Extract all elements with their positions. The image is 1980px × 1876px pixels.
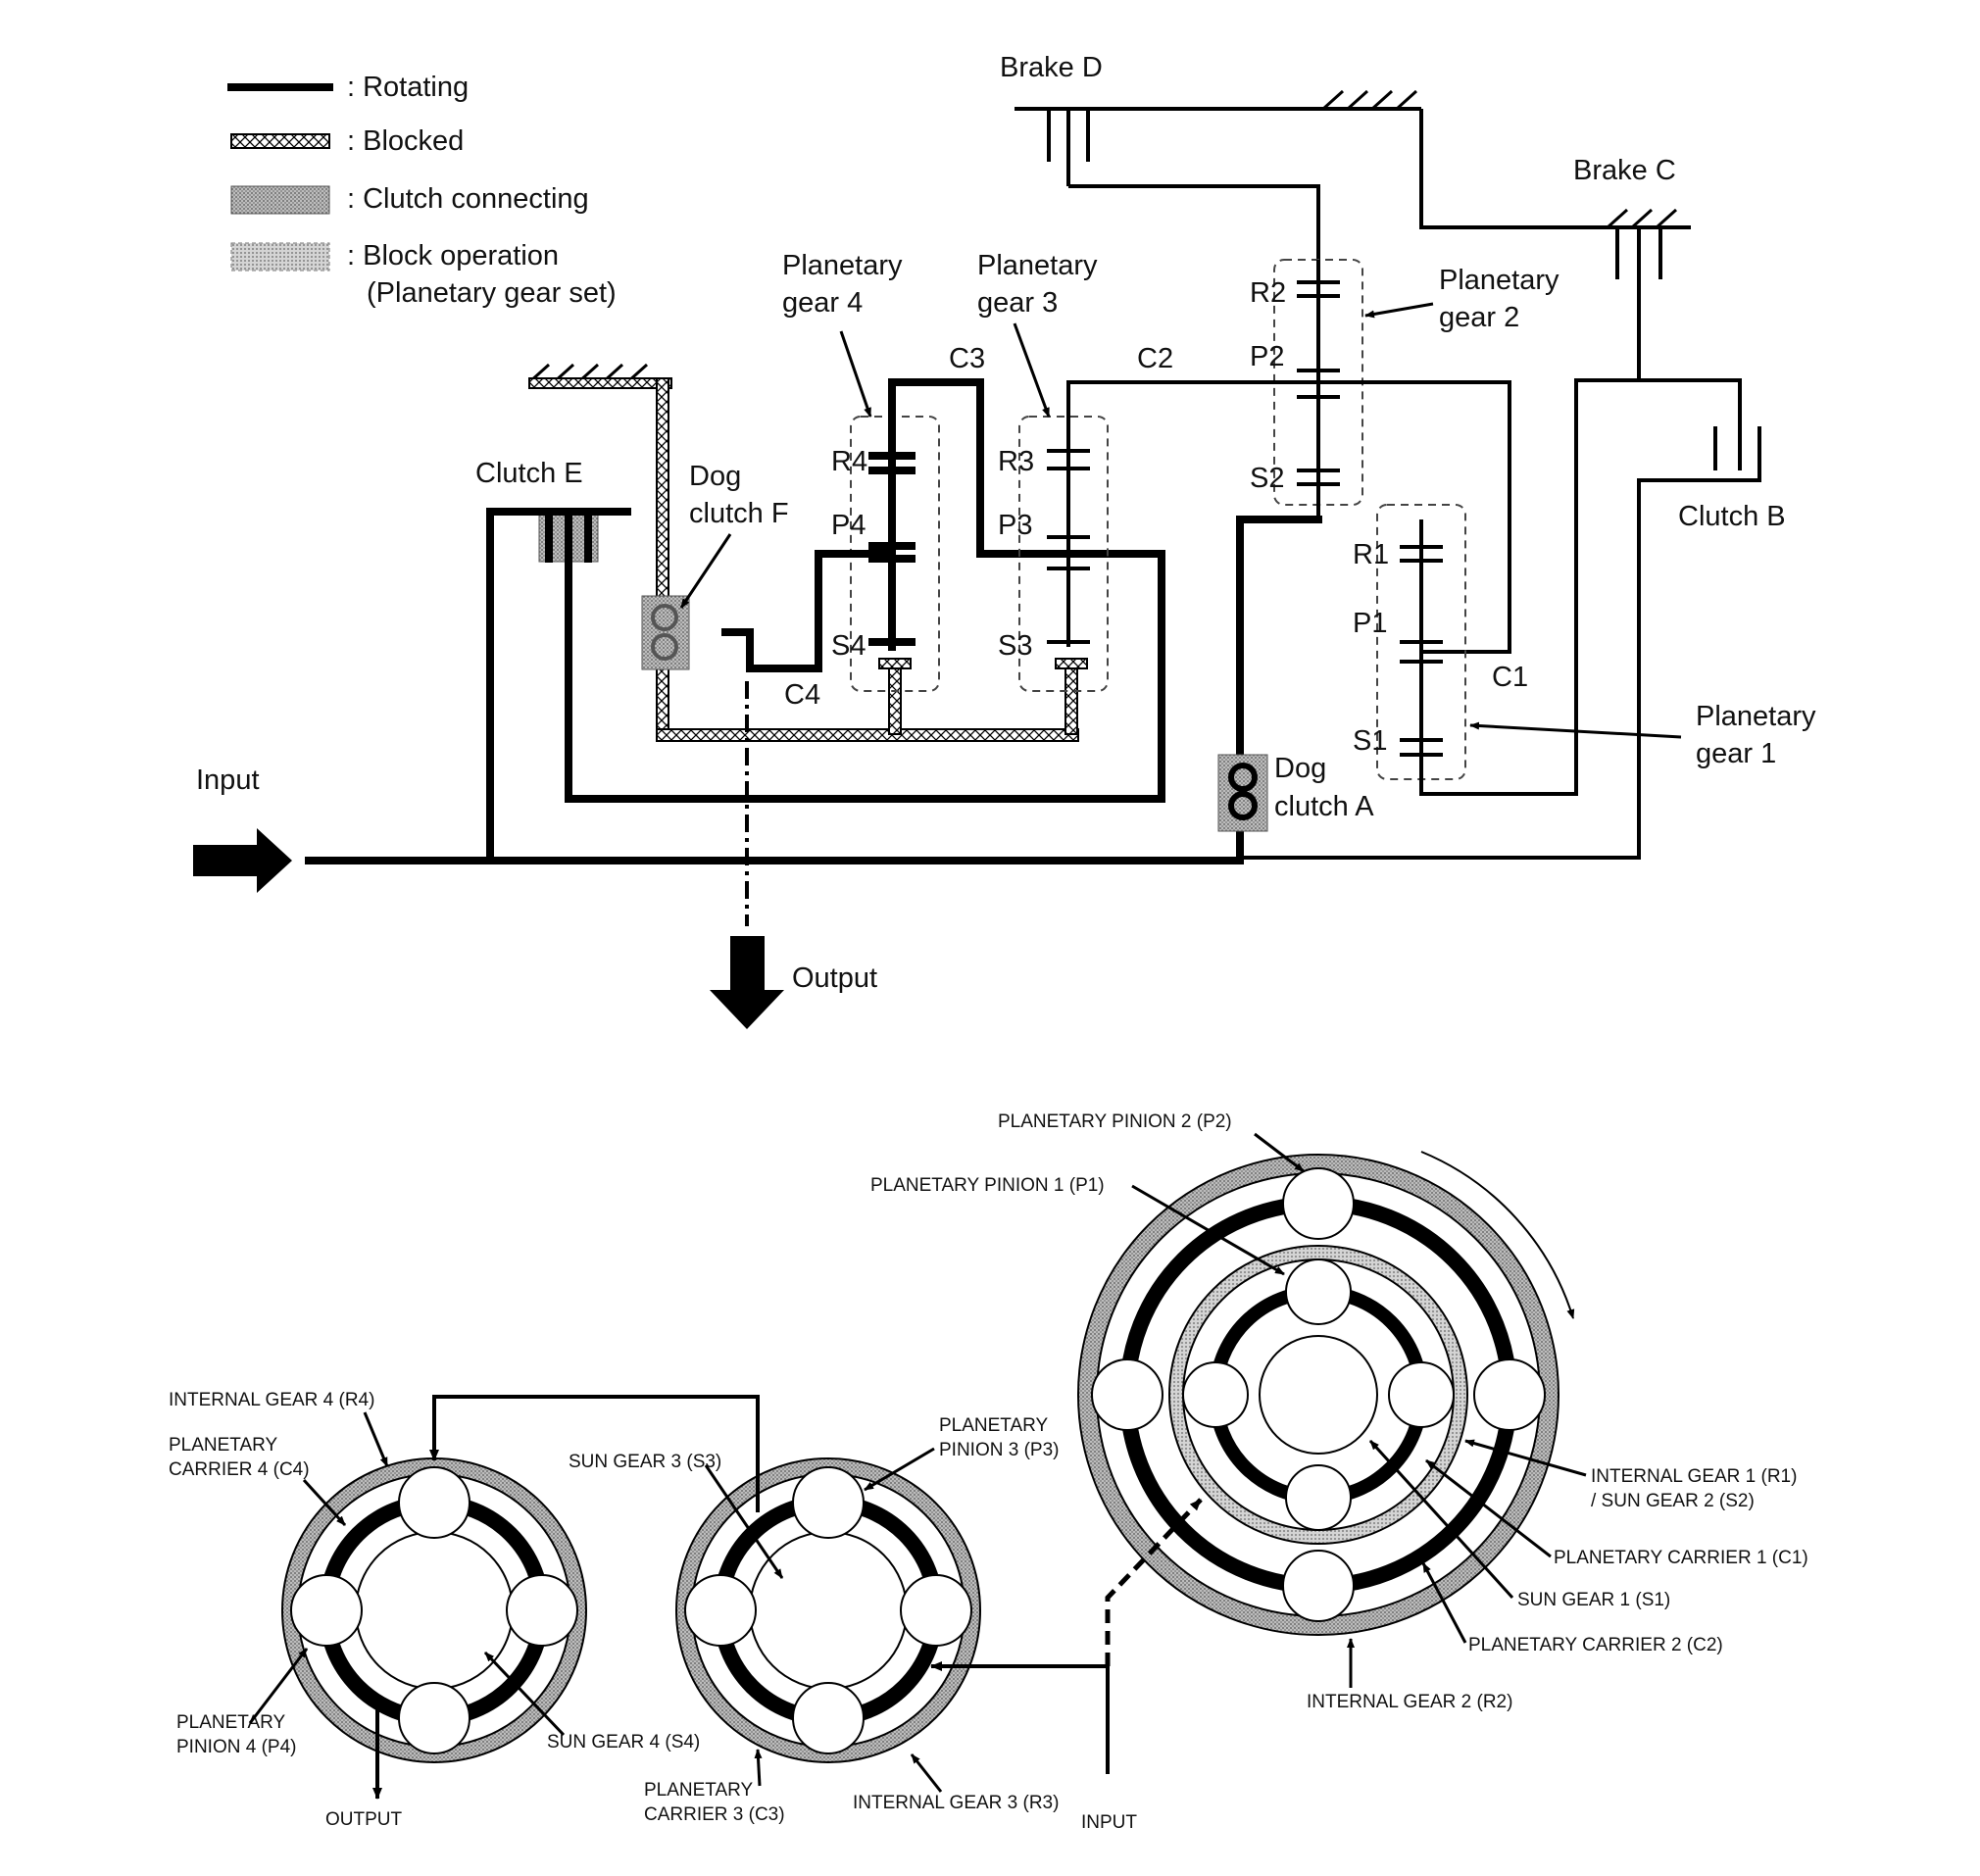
legend-block-op-sublabel: (Planetary gear set) [367, 277, 617, 309]
ig1-label-1: INTERNAL GEAR 1 (R1) [1591, 1466, 1797, 1487]
c2-label: C2 [1137, 343, 1173, 374]
pp3-label-1: PLANETARY [939, 1415, 1049, 1436]
planetary-gear-1 [1400, 519, 1443, 794]
pp4-label-1: PLANETARY [176, 1712, 286, 1733]
r3-label: R3 [998, 446, 1034, 477]
input-to-c2-link [1105, 1498, 1203, 1666]
sg4-label: SUN GEAR 4 (S4) [547, 1732, 700, 1753]
sun-gear-1 [1259, 1335, 1378, 1455]
s3-label: S3 [998, 630, 1032, 662]
dog-f-label-1: Dog [689, 461, 741, 492]
pc2-label: PLANETARY CARRIER 2 (C2) [1468, 1635, 1723, 1655]
p2-label: P2 [1250, 341, 1284, 372]
pg3-label-2: gear 3 [977, 287, 1058, 319]
r2-label: R2 [1250, 277, 1286, 309]
planetary-gear-3 [1047, 382, 1090, 647]
legend: : Rotating : Blocked : Clutch connecting… [227, 72, 617, 309]
planetary-gear-4 [721, 378, 916, 672]
pg3-label-1: Planetary [977, 250, 1098, 281]
planetary-gear-2 [1297, 260, 1340, 519]
input-arrow [193, 828, 292, 893]
pg1-arrow [1469, 721, 1682, 739]
pp1-label: PLANETARY PINION 1 (P1) [870, 1175, 1105, 1196]
clutch-e-label: Clutch E [475, 458, 583, 489]
dog-clutch-a-ring-1 [1228, 763, 1258, 792]
gear-set-3 [675, 1457, 981, 1763]
c3-to-r4-link [429, 1395, 760, 1512]
pg1-label-2: gear 1 [1696, 738, 1776, 769]
pc3-label-2: CARRIER 3 (C3) [644, 1804, 785, 1825]
dog-f-label-2: clutch F [689, 498, 789, 529]
dog-clutch-f-ring-1 [651, 604, 678, 631]
planetary-gear-3-box [1018, 416, 1109, 692]
legend-rotating-label: : Rotating [347, 72, 469, 103]
leader-lines [248, 1132, 1587, 1793]
dog-a-label-2: clutch A [1274, 791, 1374, 822]
legend-clutch-swatch [230, 185, 330, 215]
legend-clutch-label: : Clutch connecting [347, 183, 589, 215]
pc1-label: PLANETARY CARRIER 1 (C1) [1554, 1548, 1808, 1568]
s1-label: S1 [1353, 725, 1387, 757]
pg3-arrow [1013, 322, 1051, 418]
ig2-label: INTERNAL GEAR 2 (R2) [1307, 1692, 1512, 1712]
output-label: Output [792, 963, 877, 994]
pc4-label-1: PLANETARY [169, 1435, 278, 1456]
c4-label: C4 [784, 679, 820, 711]
dog-clutch-a-ring-2 [1228, 791, 1258, 820]
pg4-arrow [839, 330, 872, 418]
pc4-label-2: CARRIER 4 (C4) [169, 1459, 310, 1480]
sg1-label: SUN GEAR 1 (S1) [1517, 1590, 1670, 1610]
clutch-b-label: Clutch B [1678, 501, 1786, 532]
pg4-label-1: Planetary [782, 250, 903, 281]
output-arrow [710, 936, 784, 1029]
brake-d [1015, 89, 1691, 260]
gear-set-1-2 [1077, 1151, 1575, 1636]
sun-gear-4 [355, 1531, 514, 1690]
pg2-arrow [1364, 302, 1434, 319]
r1-s2-shaft [1236, 516, 1322, 862]
pp2-label: PLANETARY PINION 2 (P2) [998, 1111, 1232, 1132]
ig4-label: INTERNAL GEAR 4 (R4) [169, 1390, 374, 1410]
brake-d-label: Brake D [1000, 52, 1103, 83]
legend-blocked-label: : Blocked [347, 125, 464, 157]
dog-f-arrow [679, 533, 732, 609]
p4-label: P4 [831, 510, 866, 541]
pg4-label-2: gear 4 [782, 287, 863, 319]
p1-label: P1 [1353, 608, 1387, 639]
ig3-label: INTERNAL GEAR 3 (R3) [853, 1793, 1059, 1813]
sg3-label: SUN GEAR 3 (S3) [569, 1452, 721, 1472]
input-label: Input [196, 765, 260, 796]
sun-gear-3 [749, 1531, 908, 1690]
r4-label: R4 [831, 446, 867, 477]
dog-a-label-1: Dog [1274, 753, 1326, 784]
pc3-label-1: PLANETARY [644, 1780, 754, 1801]
legend-block-op-swatch [230, 242, 330, 272]
p3-label: P3 [998, 510, 1032, 541]
pg1-label-1: Planetary [1696, 701, 1816, 732]
s4-label: S4 [831, 630, 866, 662]
pp4-label-2: PINION 4 (P4) [176, 1737, 296, 1757]
r1-label: R1 [1353, 539, 1389, 570]
c3-label: C3 [949, 343, 985, 374]
pg2-label-1: Planetary [1439, 265, 1559, 296]
gear-set-4 [281, 1457, 587, 1763]
c1-label: C1 [1492, 662, 1528, 693]
pg2-label-2: gear 2 [1439, 302, 1519, 333]
legend-block-op-label: : Block operation [347, 240, 559, 272]
bottom-labels: PLANETARY PINION 2 (P2) PLANETARY PINION… [169, 1111, 1808, 1833]
legend-blocked-swatch [230, 133, 330, 149]
brake-c-label: Brake C [1573, 155, 1676, 186]
dog-clutch-f-ring-2 [651, 633, 678, 661]
clutch-e [486, 378, 1165, 864]
clutch-b [1240, 426, 1761, 860]
input-bottom-label: INPUT [1081, 1812, 1137, 1833]
pp3-label-2: PINION 3 (P3) [939, 1440, 1059, 1460]
schematic: Brake D Brake C Clutch B [193, 52, 1816, 1029]
output-bottom-label: OUTPUT [325, 1809, 403, 1830]
s2-label: S2 [1250, 463, 1284, 494]
ig1-label-2: / SUN GEAR 2 (S2) [1591, 1491, 1755, 1511]
